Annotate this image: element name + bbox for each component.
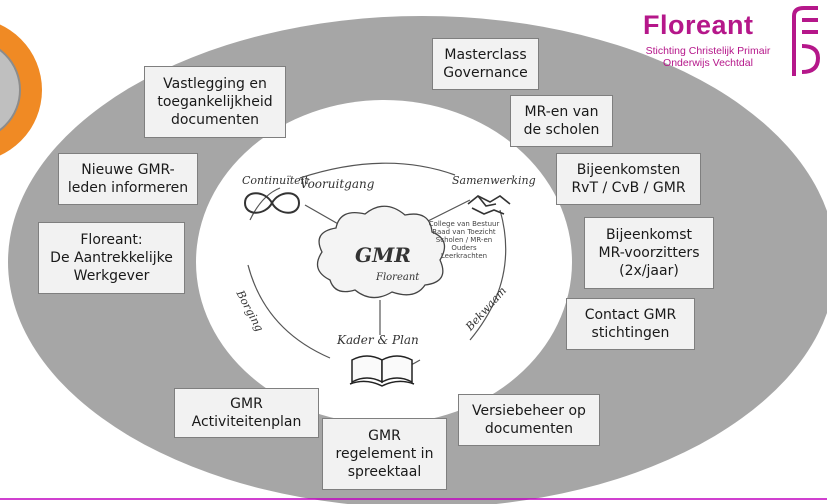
logo-subtitle-line2: Onderwijs Vechtdal [663, 57, 753, 69]
partner-item: Leerkrachten [441, 252, 487, 260]
logo-wordmark: Floreant [643, 10, 754, 40]
gmr-cloud [316, 205, 446, 299]
box-gmr-activiteitenplan: GMR Activiteitenplan [174, 388, 319, 438]
box-line: toegankelijkheid [157, 94, 273, 110]
cycle-arcs [247, 162, 507, 373]
orange-accent-inner [0, 48, 21, 132]
box-line: de scholen [523, 122, 600, 138]
box-mr-scholen: MR-en van de scholen [510, 95, 613, 147]
box-line: Masterclass [444, 47, 527, 63]
partners-list: College van Bestuur Raad van Toezicht Sc… [429, 220, 500, 260]
box-line: regelement in [335, 446, 434, 462]
box-line: Governance [443, 65, 528, 81]
box-gmr-reglement: GMR regelement in spreektaal [322, 418, 447, 490]
box-line: MR-voorzitters [598, 245, 700, 261]
logo-subtitle-line1: Stichting Christelijk Primair [645, 45, 771, 57]
infinity-icon [243, 192, 301, 214]
box-line: De Aantrekkelijke [50, 250, 173, 266]
logo-mark-icon [792, 6, 821, 76]
box-line: Bijeenkomst [605, 227, 693, 243]
logo-subtitle: Stichting Christelijk Primair Onderwijs … [613, 45, 803, 69]
box-line: Versiebeheer op [472, 403, 586, 419]
box-versiebeheer-documenten: Versiebeheer op documenten [458, 394, 600, 446]
box-line: Bijeenkomsten [576, 162, 681, 178]
node-plan-label: Kader & Plan [336, 333, 419, 347]
box-line: Contact GMR [584, 307, 677, 323]
partner-item: College van Bestuur [429, 220, 500, 228]
box-nieuwe-gmr-leden: Nieuwe GMR-leden informeren [58, 153, 198, 205]
arc-progress-label: Vooruitgang [300, 177, 375, 191]
box-line: spreektaal [347, 464, 422, 480]
book-icon [349, 355, 415, 387]
handshake-icon [467, 195, 511, 215]
node-continuity-label: Continuïteit [242, 174, 309, 187]
partner-item: Ouders [451, 244, 477, 252]
box-line: GMR [230, 396, 263, 412]
box-line: documenten [170, 112, 260, 128]
box-line: (2x/jaar) [619, 263, 679, 279]
box-line: MR-en van [524, 104, 599, 120]
box-line: GMR [368, 428, 401, 444]
box-contact-gmr-stichtingen: Contact GMR stichtingen [566, 298, 695, 350]
cloud-subtitle: Floreant [375, 272, 420, 283]
box-line: RvT / CvB / GMR [571, 180, 686, 196]
partner-item: Scholen / MR-en [436, 236, 492, 244]
box-line: Activiteitenplan [191, 414, 302, 430]
box-line: Nieuwe GMR- [81, 162, 175, 178]
cloud-title: GMR [355, 243, 411, 267]
partner-item: Raad van Toezicht [432, 228, 496, 236]
box-line: Vastlegging en [163, 76, 267, 92]
box-vastlegging-documenten: Vastlegging en toegankelijkheid documenten [144, 66, 286, 138]
node-cooperation-label: Samenwerking [452, 174, 536, 187]
box-line: documenten [484, 421, 574, 437]
box-line: Floreant: [80, 232, 143, 248]
box-line: stichtingen [591, 325, 670, 341]
box-line: leden informeren [67, 180, 189, 196]
box-line: Werkgever [73, 268, 150, 284]
